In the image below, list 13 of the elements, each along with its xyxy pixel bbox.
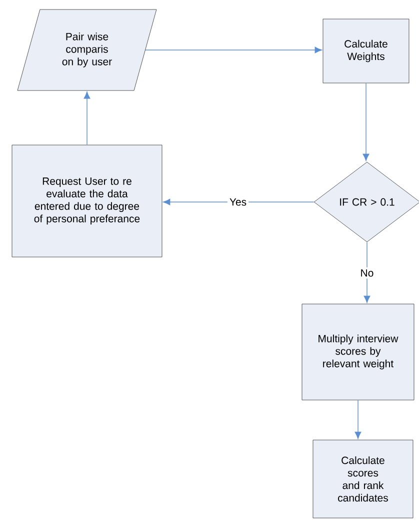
edge-label: No bbox=[358, 267, 376, 279]
process-box: Calculate scores and rank candidates bbox=[312, 440, 414, 518]
process-box: Multiply interview scores by relevant weight bbox=[302, 304, 414, 400]
arrow bbox=[145, 46, 322, 54]
process-box: Calculate Weights bbox=[322, 18, 410, 84]
arrow bbox=[163, 198, 314, 206]
input-parallelogram: Pair wise comparis on by user bbox=[17, 9, 157, 91]
arrow bbox=[362, 82, 370, 161]
arrow bbox=[354, 400, 362, 439]
arrow bbox=[364, 242, 370, 303]
process-box: Request User to re evaluate the data entered due to degree of personal preferance bbox=[12, 144, 162, 258]
arrow bbox=[84, 92, 90, 146]
edge-label: Yes bbox=[227, 196, 249, 208]
